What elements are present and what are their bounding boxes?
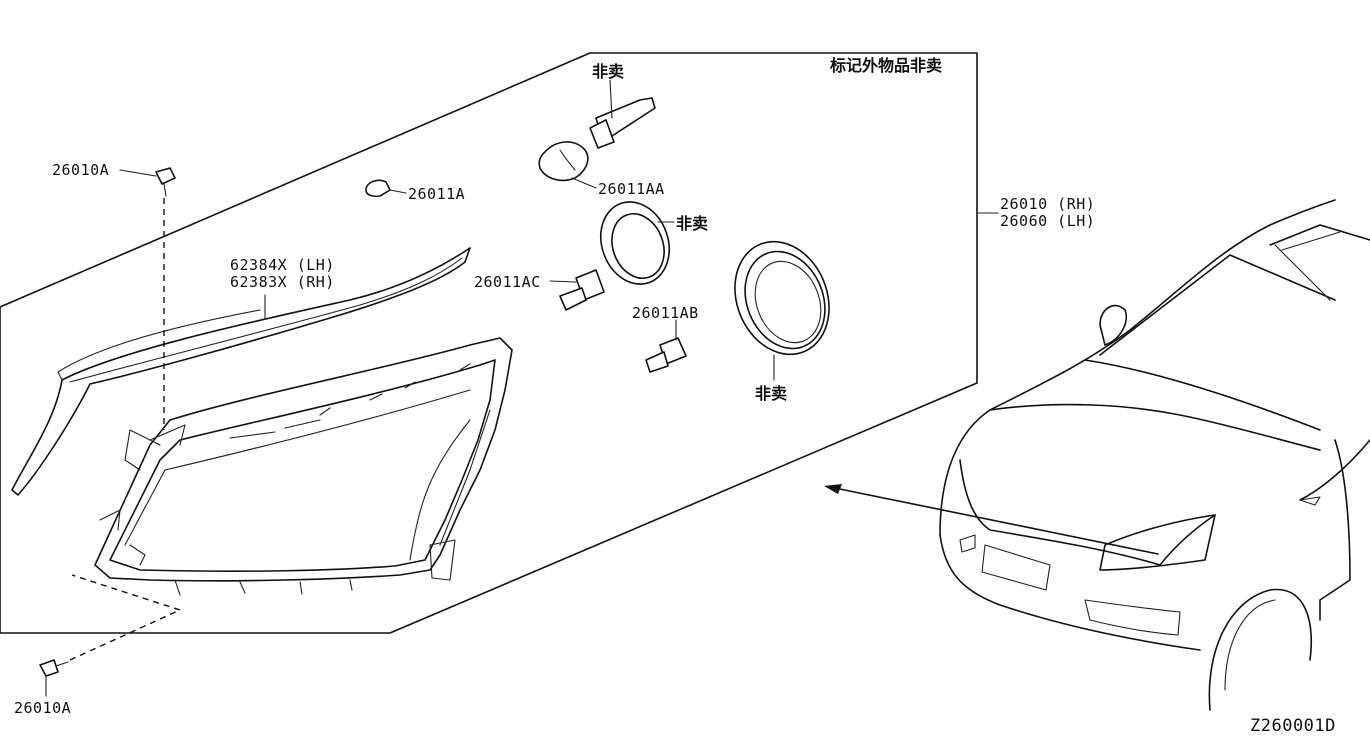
turn-socket-leader — [609, 79, 613, 119]
small-seal-ring — [600, 201, 670, 285]
turn-bulb-socket — [589, 97, 656, 149]
label-not-for-sale-socket: 非卖 — [592, 62, 624, 81]
location-arrow — [824, 484, 1159, 555]
label-turn-bulb: 26011AA — [598, 180, 665, 198]
fog-bulb-leader — [549, 280, 577, 283]
vehicle-illustration — [939, 199, 1370, 711]
large-seal-ring — [734, 240, 830, 356]
assembly-boundary — [0, 52, 978, 634]
side-marker-bulb — [365, 179, 391, 198]
label-trim-lh: 62384X (LH) — [230, 256, 335, 274]
turn-bulb-leader — [571, 177, 597, 189]
label-fog-bulb: 26011AC — [474, 273, 541, 291]
bolt-lower — [39, 659, 69, 677]
headlamp-trim-strip — [11, 247, 471, 496]
fog-bulb — [559, 269, 605, 311]
label-assy-lh: 26060 (LH) — [1000, 212, 1095, 230]
label-bolt-upper: 26010A — [52, 161, 109, 179]
h-bulb — [645, 337, 687, 373]
bolt-upper-leader — [119, 169, 157, 177]
label-box-note: 标记外物品非卖 — [829, 56, 942, 75]
bolt-upper — [155, 167, 176, 197]
bolt-lower-dashed-guide — [69, 574, 182, 661]
label-side-marker-bulb: 26011A — [408, 185, 465, 203]
side-marker-leader — [389, 189, 407, 194]
label-trim-rh: 62383X (RH) — [230, 273, 335, 291]
label-not-for-sale-large-seal: 非卖 — [755, 384, 787, 403]
label-h-bulb: 26011AB — [632, 304, 699, 322]
label-bolt-lower: 26010A — [14, 699, 71, 717]
label-assy-rh: 26010 (RH) — [1000, 195, 1095, 213]
label-not-for-sale-small-seal: 非卖 — [676, 214, 708, 233]
headlamp-assembly — [94, 337, 513, 596]
diagram-id: Z260001D — [1250, 716, 1336, 736]
turn-bulb — [538, 141, 589, 182]
